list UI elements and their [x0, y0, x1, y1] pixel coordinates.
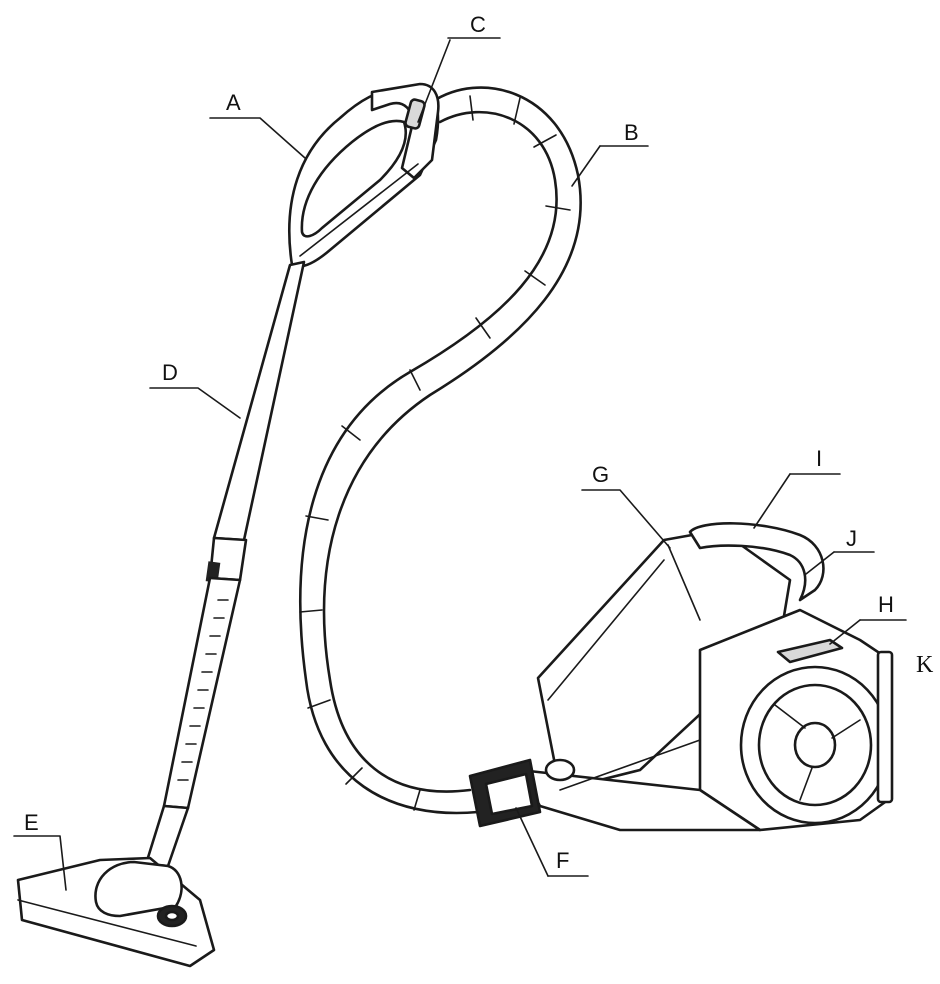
vacuum-body: [468, 522, 894, 832]
label-d: D: [162, 360, 178, 385]
label-b: B: [624, 120, 639, 145]
label-j: J: [846, 526, 857, 551]
hose: [299, 86, 582, 815]
label-f: F: [556, 848, 569, 873]
label-k: K: [916, 652, 934, 678]
handle-control-button: [404, 98, 426, 130]
floor-brush: [16, 856, 216, 968]
handle: [288, 82, 440, 268]
label-h: H: [878, 592, 894, 617]
label-a: A: [226, 90, 241, 115]
label-i: I: [816, 446, 822, 471]
label-c: C: [470, 12, 486, 37]
leader-lines: [13, 37, 907, 891]
wand-adjust-teeth: [177, 599, 229, 781]
wand-tube: [144, 260, 306, 868]
label-g: G: [592, 462, 609, 487]
label-e: E: [24, 810, 39, 835]
cord-rewind-button: [776, 638, 844, 664]
part-labels: A C B D E F G I J H K: [24, 12, 934, 873]
